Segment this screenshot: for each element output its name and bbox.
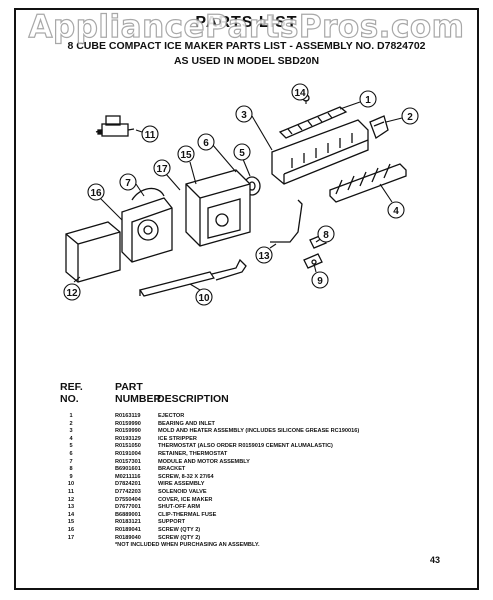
callout-3: 3 [241, 110, 247, 121]
part-number-cell: D7824201 [115, 481, 141, 488]
ref-cell: 5 [69, 443, 73, 450]
ref-cell: 6 [69, 451, 73, 457]
motor-plate-drawing [121, 197, 173, 263]
callout-9: 9 [317, 276, 323, 287]
part-number-cell: R0151050 [115, 443, 141, 450]
ref-cell: 17 [67, 534, 75, 541]
shut-off-arm-drawing [270, 199, 303, 243]
ref-cell: 1 [69, 413, 73, 419]
part-number-cell: D7550404 [115, 496, 141, 503]
description-cell: THERMOSTAT (ALSO ORDER R0159019 CEMENT A… [158, 443, 333, 450]
callout-1: 1 [365, 95, 371, 106]
ref-cell: 13 [67, 504, 75, 511]
description-cell: CLIP-THERMAL FUSE [158, 511, 217, 518]
callout-balloons: 1 2 3 4 5 6 7 8 9 10 11 12 13 14 15 16 1… [63, 83, 419, 306]
ref-cell: 8 [69, 466, 73, 473]
part-number-cell: M0211116 [115, 473, 141, 480]
ref-header-line1: REF. [60, 381, 83, 393]
callout-11: 11 [145, 130, 156, 141]
part-header-line1: PART [115, 381, 143, 393]
ejector-drawing [278, 94, 348, 139]
part-header-line2: NUMBER [115, 393, 162, 405]
description-cell: MOLD AND HEATER ASSEMBLY (INCLUDES SILIC… [158, 428, 360, 435]
description-cell: SCREW, 8-32 X 27/64 [158, 473, 214, 480]
part-number-cell: R0189041 [115, 527, 141, 533]
ref-cell: 16 [67, 527, 75, 533]
exploded-parts-diagram: 1 2 3 4 5 6 7 8 9 10 11 12 13 14 15 16 1… [63, 83, 419, 306]
part-number-cell: R0159990 [115, 420, 141, 427]
ice-stripper-drawing [329, 163, 407, 203]
ref-cell: 11 [68, 489, 74, 495]
description-cell: ICE STRIPPER [158, 435, 197, 442]
description-cell: WIRE ASSEMBLY [158, 481, 205, 488]
ref-cell: 9 [69, 473, 73, 480]
part-number-cell: D7742203 [115, 489, 141, 495]
watermark: AppliancePartsPros.com [28, 8, 465, 45]
callout-6: 6 [203, 138, 209, 149]
description-cell: BEARING AND INLET [158, 420, 215, 427]
part-number-cell: R0157301 [115, 458, 141, 465]
module-housing-drawing [185, 169, 251, 247]
model-line: AS USED IN MODEL SBD20N [173, 55, 320, 67]
part-number-cell: R0159990 [115, 428, 141, 435]
page-number: 43 [430, 555, 441, 565]
callout-2: 2 [407, 112, 413, 123]
mold-drawing [271, 119, 369, 185]
callout-12: 12 [66, 288, 78, 299]
wire-harness-drawing [140, 258, 247, 296]
description-cell: BRACKET [158, 466, 186, 473]
description-cell: COVER, ICE MAKER [158, 496, 213, 503]
callout-14: 14 [294, 88, 306, 99]
ref-cell: 15 [67, 519, 75, 526]
description-header: DESCRIPTION [157, 393, 229, 405]
callout-10: 10 [198, 293, 210, 304]
callout-7: 7 [125, 178, 131, 189]
part-number-cell: R0189040 [115, 534, 141, 541]
ref-no-header: REF. NO. [60, 381, 83, 405]
page-title: PARTS LIST [195, 14, 298, 31]
part-number-header: PART NUMBER [115, 381, 161, 405]
wire-loop-drawing [131, 187, 165, 201]
footnote: *NOT INCLUDED WHEN PURCHASING AN ASSEMBL… [115, 542, 260, 548]
assembly-subtitle: 8 CUBE COMPACT ICE MAKER PARTS LIST - AS… [67, 40, 426, 52]
ref-cell: 2 [69, 420, 73, 427]
callout-5: 5 [239, 148, 245, 159]
ref-cell: 4 [69, 435, 73, 442]
part-number-cell: R0163119 [115, 413, 141, 419]
cover-drawing [65, 221, 121, 283]
part-number-cell: R0191004 [115, 451, 141, 457]
callout-16: 16 [90, 188, 102, 199]
callout-15: 15 [180, 150, 192, 161]
part-number-cell: R0193129 [115, 435, 141, 442]
callout-8: 8 [323, 230, 329, 241]
description-cell: SCREW (QTY 2) [158, 534, 201, 541]
description-cell: MODULE AND MOTOR ASSEMBLY [158, 458, 250, 465]
ref-cell: 12 [67, 496, 75, 503]
part-number-cell: D7677001 [115, 504, 141, 511]
callout-13: 13 [258, 251, 270, 262]
bearing-inlet-drawing [369, 115, 389, 139]
callout-4: 4 [393, 206, 399, 217]
callout-17: 17 [156, 164, 168, 175]
description-cell: SCREW (QTY 2) [158, 527, 201, 533]
part-number-cell: B6889001 [115, 511, 141, 518]
description-cell: SUPPORT [158, 519, 186, 526]
description-cell: EJECTOR [158, 413, 185, 419]
ref-cell: 14 [67, 511, 75, 518]
solenoid-valve-drawing [95, 115, 135, 137]
ref-cell: 3 [69, 428, 73, 435]
description-cell: SOLENOID VALVE [158, 489, 207, 495]
part-number-cell: R0183121 [115, 519, 141, 526]
description-cell: SHUT-OFF ARM [158, 504, 201, 511]
part-number-cell: B6901601 [115, 466, 141, 473]
page-border [14, 8, 479, 590]
ref-header-line2: NO. [60, 393, 79, 405]
description-cell: RETAINER, THERMOSTAT [158, 451, 228, 457]
ref-cell: 7 [69, 458, 73, 465]
ref-cell: 10 [67, 481, 75, 488]
